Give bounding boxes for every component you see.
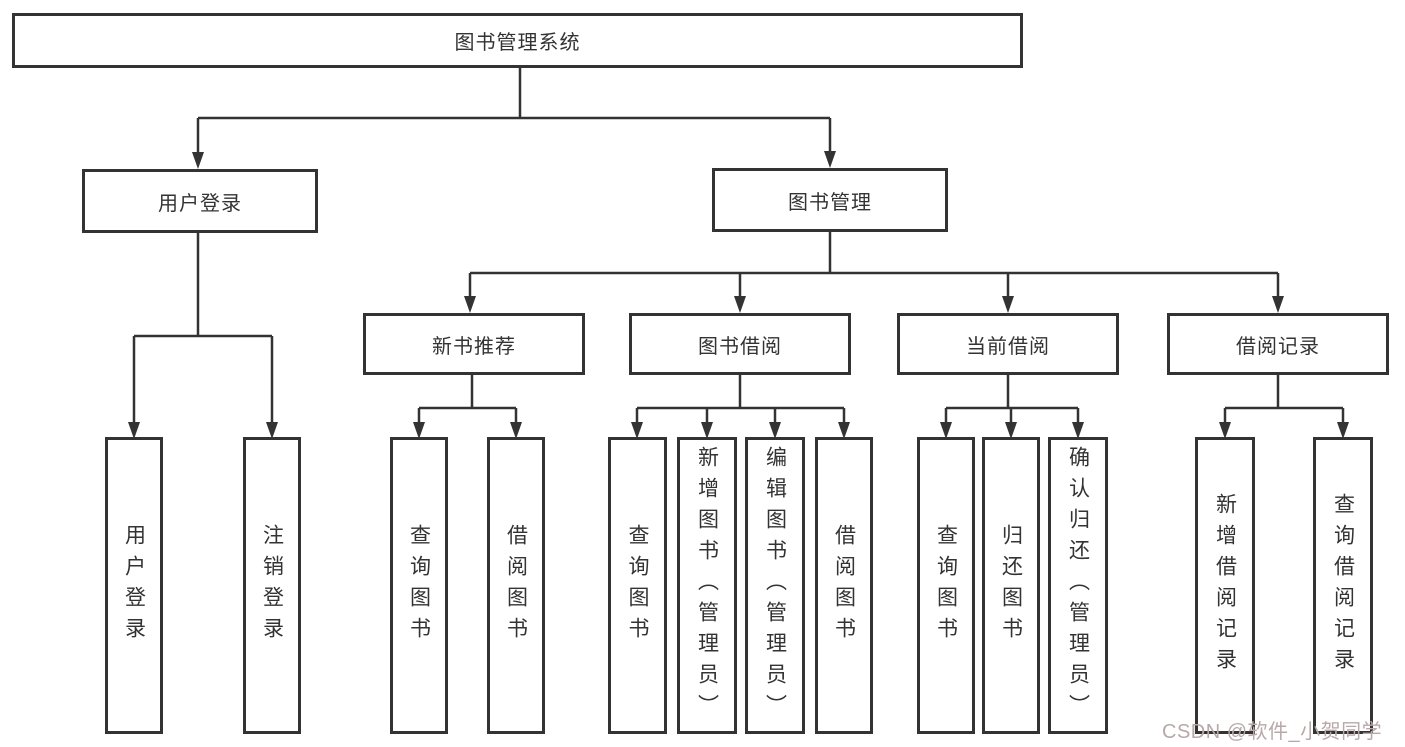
leaf-user-login: 用户登录 [105,437,163,734]
node-label: 注销登录 [260,523,284,648]
node-root-system: 图书管理系统 [12,13,1023,68]
node-book-management: 图书管理 [712,168,948,232]
leaf-add-borrow-record: 新增借阅记录 [1195,437,1255,734]
node-label: 新增图书（管理员） [695,446,719,725]
leaf-edit-book-admin: 编辑图书（管理员） [745,437,805,734]
leaf-add-book-admin: 新增图书（管理员） [677,437,737,734]
node-label: 用户登录 [158,192,242,215]
node-label: 借阅图书 [832,523,856,648]
node-label: 查询图书 [934,523,958,648]
node-label: 编辑图书（管理员） [763,446,787,725]
node-label: 归还图书 [999,523,1023,648]
node-label: 确认归还（管理员） [1066,446,1090,725]
node-label: 借阅图书 [504,523,528,648]
node-new-book-recommend: 新书推荐 [363,313,585,375]
node-borrow-records: 借阅记录 [1167,313,1389,375]
node-label: 新增借阅记录 [1213,492,1237,679]
leaf-borrow-book-2: 借阅图书 [815,437,873,734]
leaf-query-borrow-record: 查询借阅记录 [1313,437,1373,734]
connector-arrowheads [128,151,1349,439]
leaf-return-book: 归还图书 [982,437,1040,734]
node-book-borrow: 图书借阅 [629,313,851,375]
node-label: 查询图书 [626,523,649,648]
leaf-query-book-2: 查询图书 [608,437,667,734]
node-label: 新书推荐 [432,335,516,358]
node-label: 图书管理 [788,191,872,214]
node-label: 借阅记录 [1236,335,1320,358]
node-user-login: 用户登录 [82,169,318,233]
node-label: 图书管理系统 [454,32,581,54]
node-current-borrow: 当前借阅 [897,313,1119,375]
node-label: 用户登录 [122,523,146,648]
node-label: 当前借阅 [966,335,1050,358]
node-label: 图书借阅 [698,335,782,358]
leaf-borrow-book-1: 借阅图书 [487,437,545,734]
connector-lines [132,68,1345,422]
leaf-confirm-return-admin: 确认归还（管理员） [1048,437,1108,734]
leaf-query-book-3: 查询图书 [917,437,975,734]
csdn-watermark: CSDN @软件_小贺同学 [1162,721,1383,743]
leaf-query-book-1: 查询图书 [390,437,448,734]
node-label: 查询图书 [407,523,431,648]
node-label: 查询借阅记录 [1331,492,1355,679]
leaf-logout: 注销登录 [243,437,301,734]
